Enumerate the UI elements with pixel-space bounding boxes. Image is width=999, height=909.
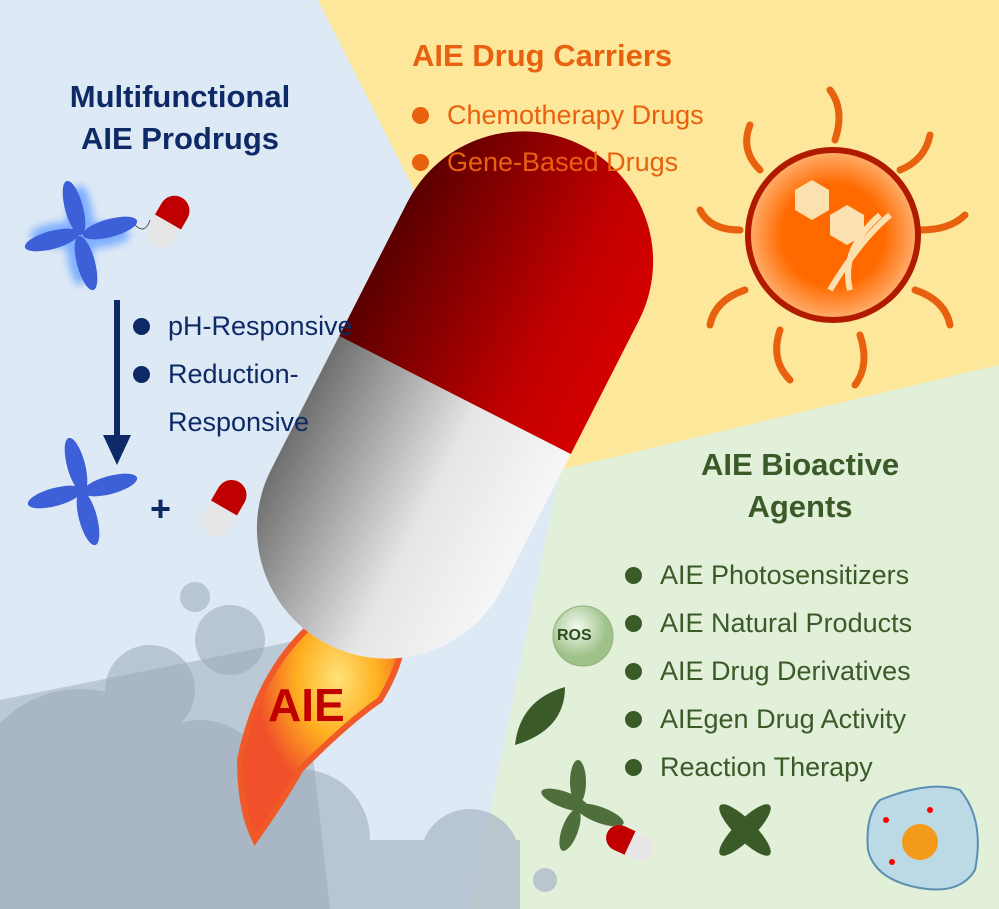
bullet-icon xyxy=(133,317,150,335)
bioactive-title: AIE Bioactive Agents xyxy=(640,444,960,528)
list-item: Reaction Therapy xyxy=(625,743,912,791)
bioactive-title-line1: AIE Bioactive xyxy=(700,447,900,482)
flame-label: AIE xyxy=(268,679,345,731)
nanocarrier-icon xyxy=(696,86,969,389)
arrow-down-icon xyxy=(103,300,131,465)
list-item: AIE Drug Derivatives xyxy=(625,647,912,695)
smoke-trail xyxy=(0,640,330,909)
item-label: Chemotherapy Drugs xyxy=(447,100,704,130)
bioactive-title-line2: Agents xyxy=(747,489,853,524)
list-item: pH-Responsive xyxy=(133,302,353,350)
carriers-title: AIE Drug Carriers xyxy=(412,38,673,73)
ros-label: ROS xyxy=(557,627,592,644)
item-label: AIE Drug Derivatives xyxy=(660,655,911,686)
bioactive-region xyxy=(470,365,999,909)
item-label: AIE Natural Products xyxy=(660,607,913,638)
item-label: Reaction Therapy xyxy=(660,751,873,782)
bullet-icon xyxy=(625,614,642,632)
list-item: Chemotherapy Drugs xyxy=(412,92,704,139)
green-aiegen-icon xyxy=(719,804,771,856)
item-label: AIE Photosensitizers xyxy=(660,559,910,590)
drug-capsule-icon xyxy=(201,480,247,536)
prodrugs-list: pH-Responsive Reduction- Responsive xyxy=(133,302,353,446)
bullet-icon xyxy=(625,710,642,728)
item-label: Reduction- xyxy=(168,358,299,389)
bullet-icon xyxy=(625,758,642,776)
item-label: pH-Responsive xyxy=(168,310,353,341)
list-item: AIE Photosensitizers xyxy=(625,551,912,599)
plus-sign: + xyxy=(150,488,172,529)
carriers-list: Chemotherapy Drugs Gene-Based Drugs xyxy=(412,92,704,186)
list-item: AIE Natural Products xyxy=(625,599,912,647)
carriers-region xyxy=(318,0,999,470)
bullet-icon xyxy=(412,154,429,171)
bullet-icon xyxy=(412,107,429,124)
bullet-icon xyxy=(625,662,642,680)
molecule-dna-icon xyxy=(795,180,892,292)
ros-bubble-icon xyxy=(552,605,614,667)
prodrugs-title: Multifunctional AIE Prodrugs xyxy=(40,76,320,160)
green-aiegen-prodrug-icon xyxy=(541,760,654,862)
leaf-icon xyxy=(515,687,565,745)
list-item: Reduction- xyxy=(133,350,353,398)
bullet-icon xyxy=(625,566,642,584)
aiegen-icon xyxy=(27,437,138,546)
item-label: Responsive xyxy=(168,406,310,437)
bullet-icon xyxy=(133,365,150,383)
list-item: Responsive xyxy=(133,398,353,446)
rocket-flame xyxy=(236,606,406,846)
prodrugs-title-line1: Multifunctional xyxy=(69,79,291,114)
aiegen-prodrug-icon xyxy=(24,180,190,291)
list-item: Gene-Based Drugs xyxy=(412,139,704,186)
item-label: AIEgen Drug Activity xyxy=(660,703,907,734)
prodrugs-title-line2: AIE Prodrugs xyxy=(80,121,280,156)
item-label: Gene-Based Drugs xyxy=(447,147,679,177)
bioactive-list: AIE Photosensitizers AIE Natural Product… xyxy=(625,551,912,791)
cell-icon xyxy=(866,785,979,891)
list-item: AIEgen Drug Activity xyxy=(625,695,912,743)
capsule-icon xyxy=(256,131,654,659)
